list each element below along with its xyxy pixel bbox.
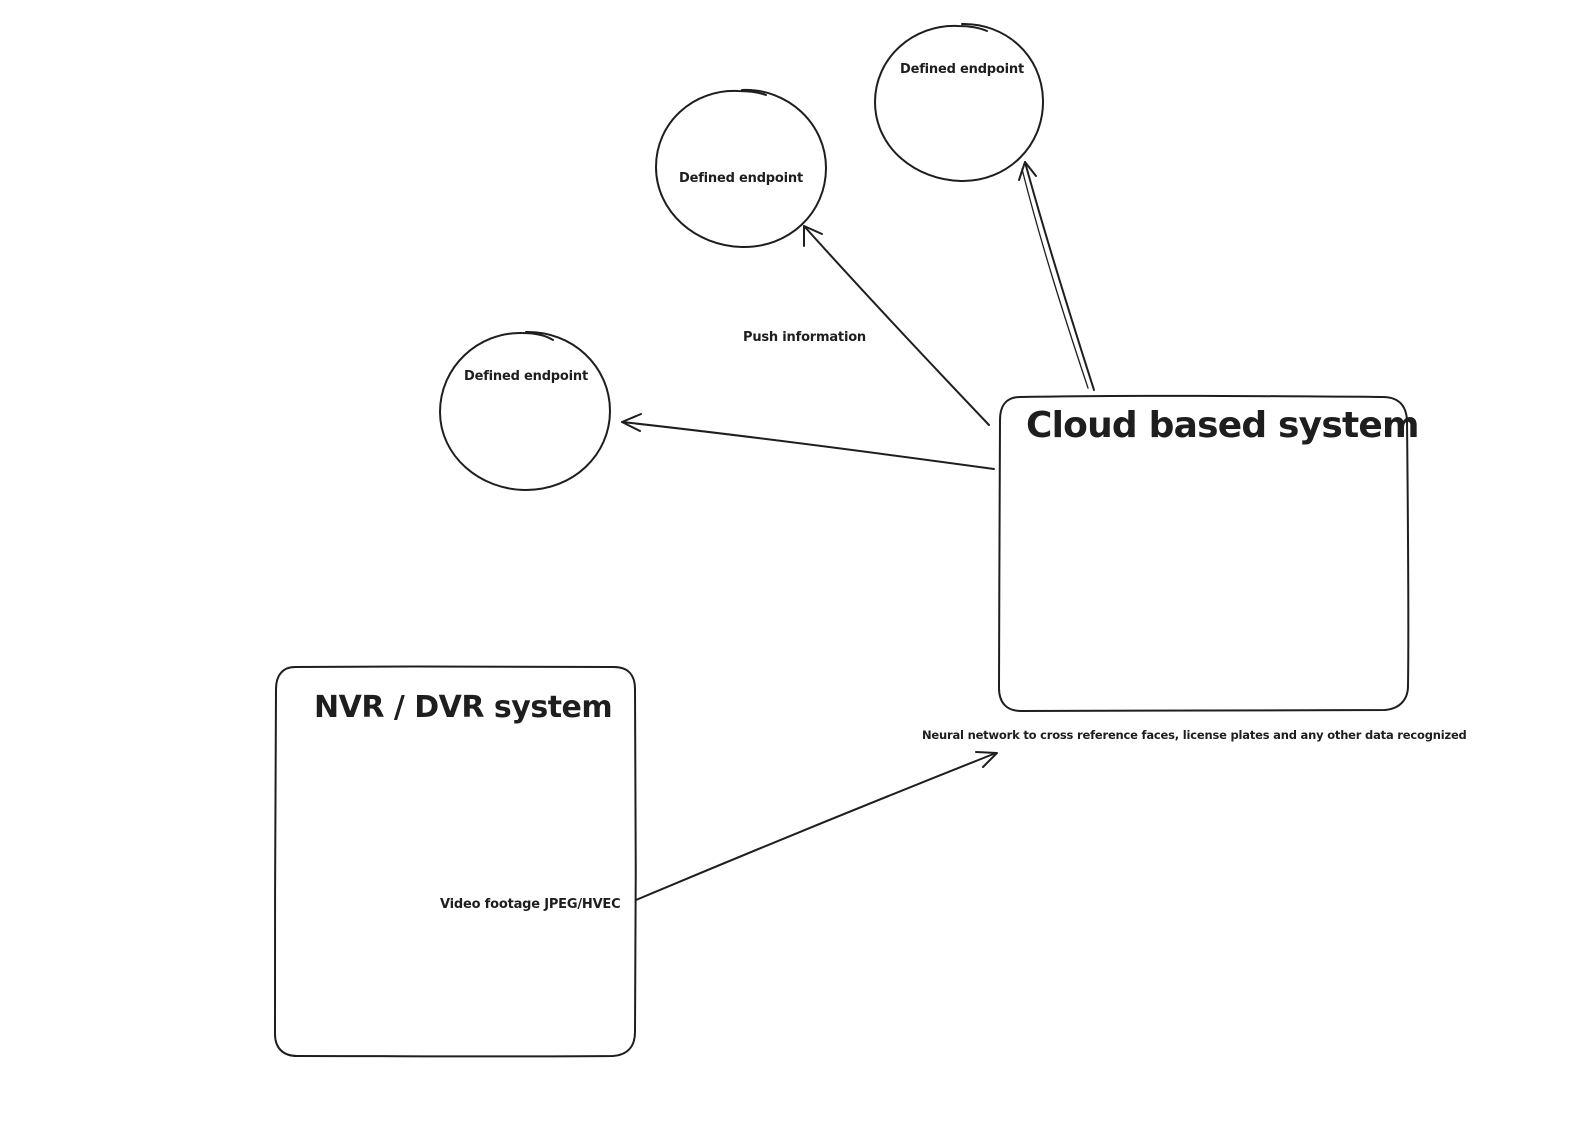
edge-cloud-to-endpoint-middle[interactable] bbox=[803, 225, 990, 426]
cloud-system-node[interactable] bbox=[998, 394, 1410, 712]
edge-nvr-to-cloud[interactable] bbox=[635, 751, 998, 901]
edge-cloud-to-endpoint-left[interactable] bbox=[621, 413, 995, 470]
endpoint-node-left[interactable] bbox=[439, 330, 611, 491]
endpoint-node-top-right[interactable] bbox=[874, 22, 1045, 183]
neural-network-label: Neural network to cross reference faces,… bbox=[922, 728, 1467, 742]
endpoint-label-top-right: Defined endpoint bbox=[900, 62, 1024, 77]
push-information-label: Push information bbox=[743, 330, 866, 345]
video-footage-label: Video footage JPEG/HVEC bbox=[440, 897, 621, 912]
nvr-system-node[interactable] bbox=[274, 665, 637, 1058]
edge-cloud-to-endpoint-top-right[interactable] bbox=[1018, 161, 1095, 391]
endpoint-label-top-middle: Defined endpoint bbox=[679, 171, 803, 186]
nvr-system-title: NVR / DVR system bbox=[314, 690, 613, 725]
endpoint-label-left: Defined endpoint bbox=[464, 369, 588, 384]
cloud-system-title: Cloud based system bbox=[1026, 405, 1420, 446]
endpoint-node-top-middle[interactable] bbox=[655, 88, 827, 249]
